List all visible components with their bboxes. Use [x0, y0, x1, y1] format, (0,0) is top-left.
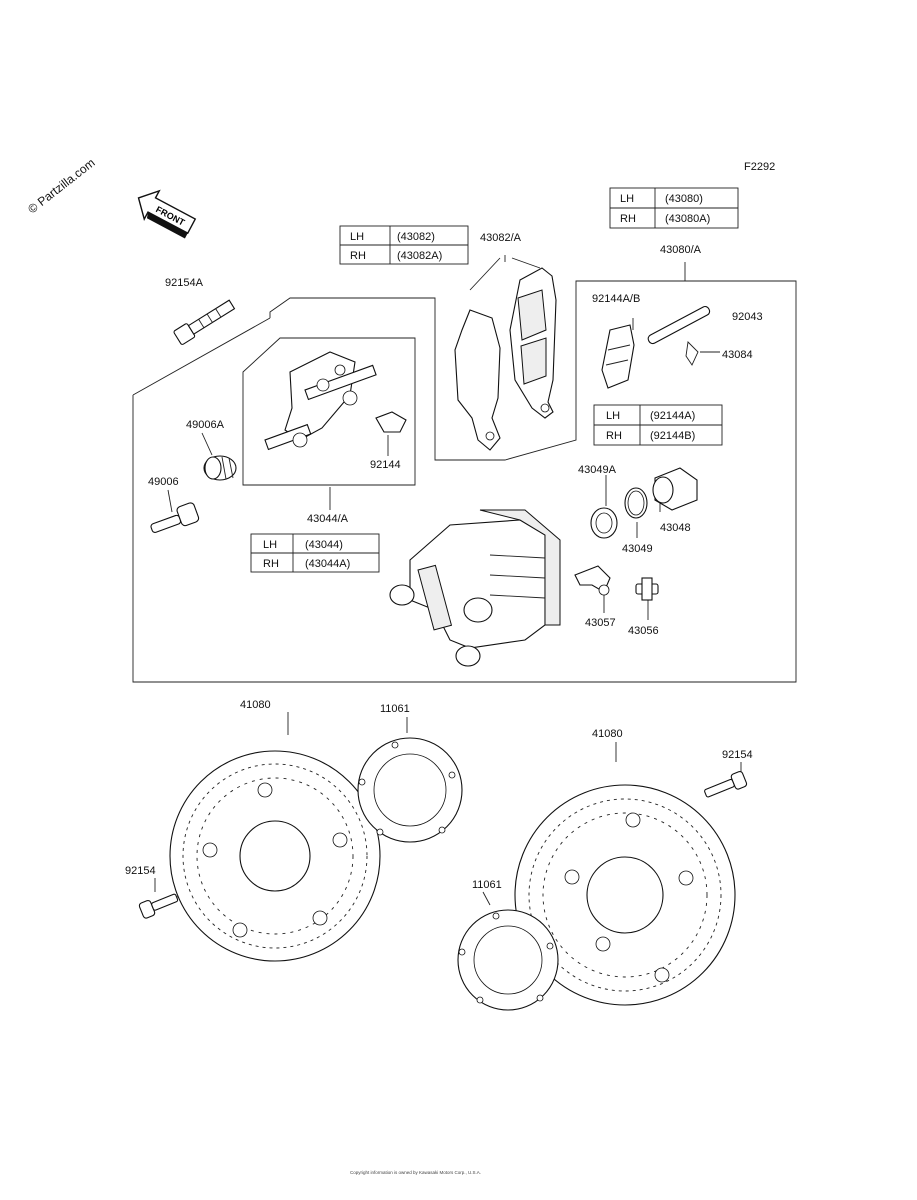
bleeder-valve-43056-icon	[635, 577, 659, 601]
table-43082-r2-part: (43082A)	[397, 250, 442, 262]
seal-43049-icon	[624, 487, 648, 519]
label-92043: 92043	[732, 311, 763, 323]
table-43044: LH (43044) RH (43044A)	[250, 533, 380, 573]
table-43080-r1-side: LH	[620, 193, 634, 205]
seal-43049a-icon	[590, 507, 618, 539]
table-43044-r1-part: (43044)	[305, 539, 343, 551]
table-92144-r2-part: (92144B)	[650, 430, 695, 442]
gasket-11061-bottom-icon	[457, 909, 559, 1011]
label-41080-right: 41080	[592, 728, 623, 740]
watermark-text: © Partzilla.com	[25, 156, 97, 217]
label-43084: 43084	[722, 349, 753, 361]
label-41080-left: 41080	[240, 699, 271, 711]
label-43049a: 43049A	[578, 464, 617, 476]
label-92144: 92144	[370, 459, 401, 471]
table-43082-r1-part: (43082)	[397, 231, 435, 243]
table-92144: LH (92144A) RH (92144B)	[593, 404, 723, 446]
label-43057: 43057	[585, 617, 616, 629]
label-11061-bottom: 11061	[472, 879, 502, 891]
table-43080: LH (43080) RH (43080A)	[609, 187, 739, 229]
caliper-assembly-outline	[132, 280, 797, 683]
pin-49006-icon	[150, 502, 200, 533]
table-43080-r1-part: (43080)	[665, 193, 703, 205]
caliper-bracket-icon	[264, 351, 377, 451]
brake-disc-left-icon	[169, 750, 381, 962]
caliper-body-icon	[389, 509, 561, 667]
table-43080-r2-side: RH	[620, 213, 636, 225]
bleeder-cap-43057-icon	[574, 565, 611, 596]
label-92154-left: 92154	[125, 865, 156, 877]
table-43044-r1-side: LH	[263, 539, 277, 551]
piston-43048-icon	[652, 467, 698, 511]
label-49006a: 49006A	[186, 419, 225, 431]
table-43082-r2-side: RH	[350, 250, 366, 262]
table-43082: LH (43082) RH (43082A)	[339, 225, 469, 265]
brake-pad-left-icon	[454, 309, 501, 451]
table-43044-r2-part: (43044A)	[305, 558, 350, 570]
bolt-92154-left-icon	[138, 893, 179, 919]
pad-spring-icon	[601, 324, 635, 389]
label-43056: 43056	[628, 625, 659, 637]
gasket-11061-top-icon	[357, 737, 463, 843]
pad-pin-92043-icon	[647, 305, 711, 345]
label-43044a: 43044/A	[307, 513, 349, 525]
table-43044-r2-side: RH	[263, 558, 279, 570]
label-92144ab: 92144A/B	[592, 293, 640, 305]
bolt-92154-right-icon	[704, 771, 748, 798]
figure-code: F2292	[744, 161, 775, 173]
bolt-92154a-icon	[173, 299, 236, 345]
label-43048: 43048	[660, 522, 691, 534]
label-43049: 43049	[622, 543, 653, 555]
table-92144-r1-part: (92144A)	[650, 410, 695, 422]
bracket-group-outline	[242, 337, 416, 486]
label-43082a: 43082/A	[480, 232, 522, 244]
front-arrow-icon: FRONT	[137, 189, 197, 239]
part-labels: 92154A 43082/A 43080/A 92144A/B 92043 43…	[125, 232, 763, 891]
label-11061-top: 11061	[380, 703, 410, 715]
clip-92144-icon	[375, 411, 407, 433]
label-92154-right: 92154	[722, 749, 753, 761]
brake-pad-right-icon	[509, 267, 557, 419]
clip-43084-icon	[685, 341, 699, 366]
table-92144-r1-side: LH	[606, 410, 620, 422]
table-92144-r2-side: RH	[606, 430, 622, 442]
footer-copyright: Copyright information is owned by Kawasa…	[350, 1170, 481, 1175]
boot-49006a-icon	[203, 455, 237, 481]
label-49006: 49006	[148, 476, 179, 488]
brake-disc-right-icon	[514, 784, 736, 1006]
table-43080-r2-part: (43080A)	[665, 213, 710, 225]
label-92154a: 92154A	[165, 277, 204, 289]
table-43082-r1-side: LH	[350, 231, 364, 243]
label-43080a: 43080/A	[660, 244, 702, 256]
